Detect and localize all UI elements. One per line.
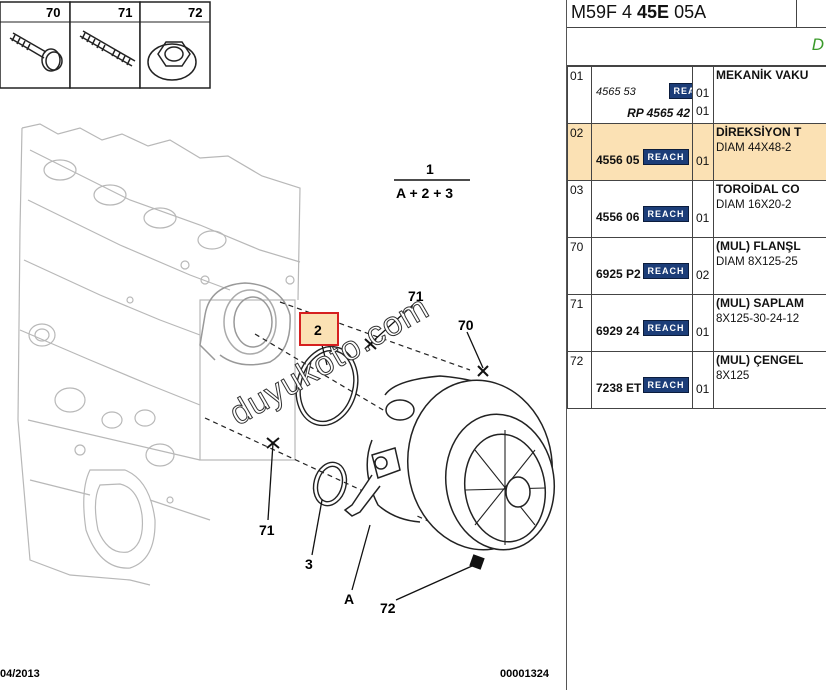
seal-3: [309, 459, 351, 510]
hardware-box-number: 72: [188, 5, 202, 20]
callout-3[interactable]: 3: [305, 556, 313, 572]
part-index: 03: [568, 181, 592, 238]
mounting-flange: [200, 283, 290, 365]
hardware-box-70[interactable]: 70: [0, 2, 70, 88]
reach-badge[interactable]: REACH: [643, 206, 689, 222]
part-index: 02: [568, 124, 592, 181]
header-divider: [796, 0, 797, 27]
hardware-box-number: 71: [118, 5, 132, 20]
hardware-box-71[interactable]: 71: [70, 2, 140, 88]
part-ref-alt: 4565 53: [596, 86, 636, 98]
part-desc: (MUL) SAPLAM: [716, 296, 826, 310]
reach-badge[interactable]: REACH: [643, 149, 689, 165]
section-header: D: [567, 28, 826, 66]
footer-date: 04/2013: [0, 668, 40, 680]
hardware-box-number: 70: [46, 5, 60, 20]
part-row-70[interactable]: 70 6925 P2 REACH 02 (MUL) FLANŞL DIAM 8X…: [568, 238, 826, 295]
callout-a[interactable]: A: [344, 591, 354, 607]
part-index: 70: [568, 238, 592, 295]
part-ref-rp[interactable]: RP 4565 42: [627, 106, 690, 120]
part-index: 72: [568, 352, 592, 409]
part-ref[interactable]: 6929 24: [596, 324, 639, 338]
reach-badge[interactable]: REACH: [643, 263, 689, 279]
part-spec: 8X125: [716, 370, 826, 382]
part-desc: DİREKSİYON T: [716, 125, 826, 139]
part-ref[interactable]: 4556 05: [596, 153, 639, 167]
part-qty: 01: [696, 154, 709, 168]
footer-code: 00001324: [500, 668, 549, 680]
part-desc: MEKANİK VAKU: [716, 68, 826, 82]
part-index: 71: [568, 295, 592, 352]
part-qty: 01: [696, 211, 709, 225]
part-row-72[interactable]: 72 7238 ET REACH 01 (MUL) ÇENGEL 8X125: [568, 352, 826, 409]
part-desc: (MUL) ÇENGEL: [716, 353, 826, 367]
callout-70[interactable]: 70: [458, 317, 474, 333]
exploded-parts-diagram: 70 71 72: [0, 0, 566, 690]
part-spec: DIAM 44X48-2: [716, 142, 826, 154]
assembly-formula: A + 2 + 3: [396, 185, 453, 201]
part-row-01[interactable]: 01 4565 53 REACH RP 4565 42 01 01 MEKANİ…: [568, 67, 826, 124]
reach-badge[interactable]: REACH: [669, 83, 693, 99]
reach-badge[interactable]: REACH: [643, 320, 689, 336]
part-qty-2: 01: [696, 104, 709, 118]
parts-table: 01 4565 53 REACH RP 4565 42 01 01 MEKANİ…: [567, 66, 826, 409]
part-row-71[interactable]: 71 6929 24 REACH 01 (MUL) SAPLAM 8X125-3…: [568, 295, 826, 352]
part-spec: 8X125-30-24-12: [716, 313, 826, 325]
model-title: M59F 4 45E 05A: [571, 2, 706, 23]
part-qty: 02: [696, 268, 709, 282]
part-row-03[interactable]: 03 4556 06 REACH 01 TOROİDAL CO DIAM 16X…: [568, 181, 826, 238]
cylinder-head-illustration: [18, 124, 300, 585]
part-qty: 01: [696, 325, 709, 339]
part-index: 01: [568, 67, 592, 124]
part-desc: (MUL) FLANŞL: [716, 239, 826, 253]
model-header: M59F 4 45E 05A: [567, 0, 826, 28]
part-spec: DIAM 16X20-2: [716, 199, 826, 211]
part-ref[interactable]: 4556 06: [596, 210, 639, 224]
part-row-02[interactable]: 02 4556 05 REACH 01 DİREKSİYON T DIAM 44…: [568, 124, 826, 181]
part-desc: TOROİDAL CO: [716, 182, 826, 196]
part-spec: DIAM 8X125-25: [716, 256, 826, 268]
parts-panel: M59F 4 45E 05A D 01 4565 53 REACH RP 456…: [567, 0, 826, 690]
part-qty: 01: [696, 86, 709, 100]
part-qty: 01: [696, 382, 709, 396]
callout-71-bottom[interactable]: 71: [259, 522, 275, 538]
reach-badge[interactable]: REACH: [643, 377, 689, 393]
nut-marker-72: [469, 554, 484, 569]
callout-72[interactable]: 72: [380, 600, 396, 616]
vacuum-pump-illustration: [345, 371, 563, 559]
section-letter: D: [812, 35, 824, 55]
callout-2-label: 2: [314, 322, 322, 338]
assembly-number: 1: [426, 161, 434, 177]
part-ref[interactable]: 6925 P2: [596, 267, 641, 281]
hardware-box-72[interactable]: 72: [140, 2, 210, 88]
part-ref[interactable]: 7238 ET: [596, 381, 641, 395]
